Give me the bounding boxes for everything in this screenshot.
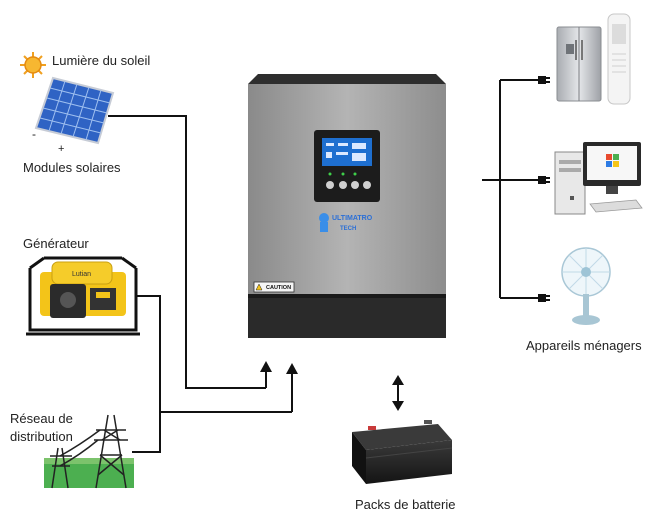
refrigerator-icon bbox=[556, 26, 602, 102]
appliances-label: Appareils ménagers bbox=[526, 338, 642, 353]
inverter-brand-line1: ULTIMATRO bbox=[332, 215, 373, 222]
caution-text: CAUTION bbox=[266, 285, 291, 291]
panel-plus-label: + bbox=[58, 143, 64, 155]
sun-icon bbox=[20, 52, 46, 78]
plug-icon bbox=[538, 294, 550, 302]
power-tower-icon bbox=[44, 414, 134, 489]
plug-icon bbox=[538, 76, 550, 84]
grid-label-line2: distribution bbox=[10, 429, 73, 444]
plug-icon bbox=[538, 176, 550, 184]
generator-label: Générateur bbox=[23, 236, 89, 251]
generator-wire bbox=[136, 295, 292, 413]
input-arrow-1-head bbox=[260, 361, 272, 372]
battery-label: Packs de batterie bbox=[355, 497, 456, 512]
generator-icon bbox=[26, 256, 140, 336]
computer-icon bbox=[554, 142, 643, 215]
grid-wire bbox=[132, 412, 161, 453]
panel-minus-label: - bbox=[32, 127, 36, 141]
grid-label-line1: Réseau de bbox=[10, 411, 73, 426]
inverter-unit bbox=[248, 74, 446, 338]
solar-wire bbox=[108, 115, 266, 389]
inverter-brand-line2: TECH bbox=[340, 226, 356, 232]
generator-brand: Lutian bbox=[72, 271, 91, 278]
brand-logo-icon bbox=[319, 213, 329, 232]
input-arrow-2-head bbox=[286, 363, 298, 374]
fan-icon bbox=[561, 247, 611, 325]
windows-logo-icon bbox=[606, 154, 619, 167]
solar-panel-icon bbox=[34, 76, 115, 145]
battery-arrow-up bbox=[392, 375, 404, 385]
caution-label bbox=[253, 281, 295, 293]
sunlight-label: Lumière du soleil bbox=[52, 53, 151, 68]
battery-arrow-down bbox=[392, 401, 404, 411]
battery-icon bbox=[352, 420, 453, 484]
solar-modules-label: Modules solaires bbox=[23, 160, 121, 175]
air-conditioner-icon bbox=[607, 13, 631, 105]
wires bbox=[108, 79, 540, 453]
